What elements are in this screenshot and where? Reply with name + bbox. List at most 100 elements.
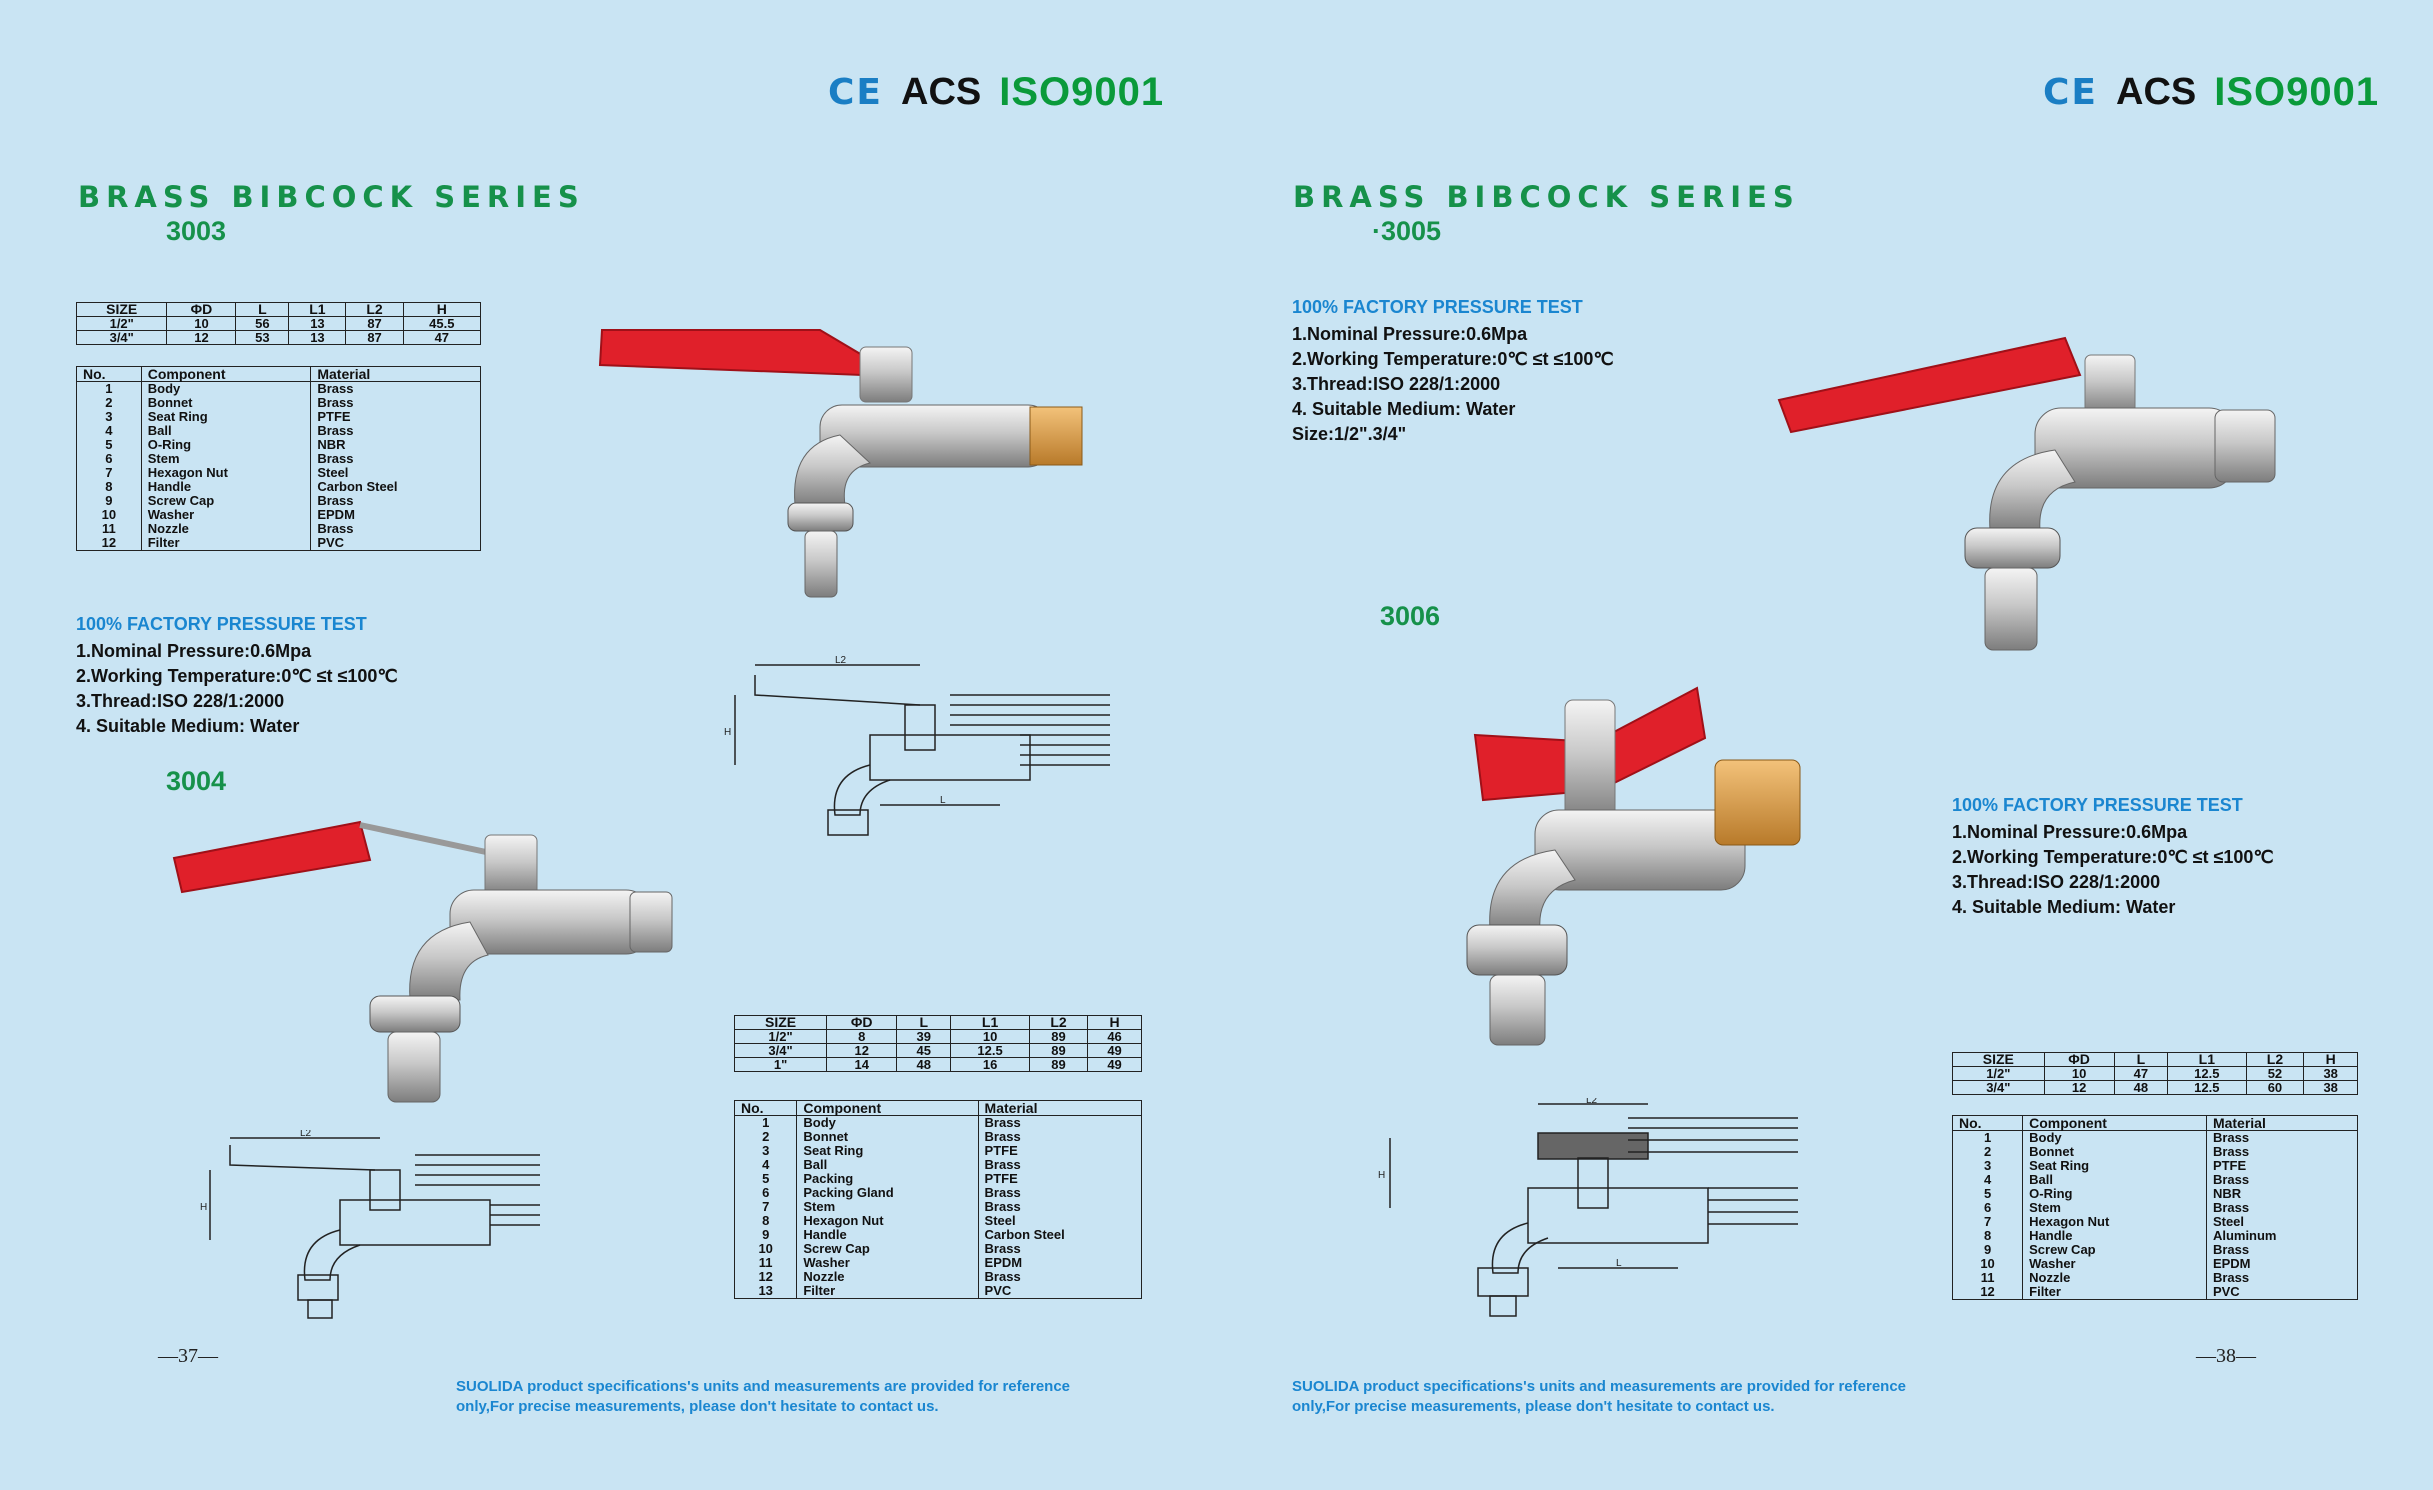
component-cell: Brass bbox=[977, 1115, 1143, 1130]
spec-cell: 49 bbox=[1087, 1057, 1142, 1072]
component-cell: Brass bbox=[2205, 1201, 2359, 1215]
spec-header-cell: L2 bbox=[2245, 1052, 2305, 1067]
spec-cell: 3/4" bbox=[733, 1043, 828, 1058]
spec-cell: 13 bbox=[288, 330, 347, 345]
spec-cell: 10 bbox=[2043, 1066, 2115, 1081]
component-cell: Brass bbox=[977, 1242, 1143, 1256]
component-cell: Brass bbox=[2205, 1243, 2359, 1257]
spec-header-cell: H bbox=[1087, 1015, 1142, 1030]
spec-cell: 12.5 bbox=[2167, 1066, 2247, 1081]
footnote-line: SUOLIDA product specifications's units a… bbox=[1292, 1378, 1907, 1395]
component-header-cell: No. bbox=[1951, 1115, 2024, 1131]
pressure-test-3003: 100% FACTORY PRESSURE TEST 1.Nominal Pre… bbox=[76, 614, 398, 739]
component-cell: Bonnet bbox=[2022, 1145, 2207, 1159]
component-cell: Brass bbox=[2205, 1130, 2359, 1145]
component-cell: 11 bbox=[733, 1256, 798, 1270]
spec-cell: 89 bbox=[1028, 1057, 1089, 1072]
spec-cell: 87 bbox=[345, 316, 404, 331]
component-cell: 9 bbox=[76, 494, 142, 508]
component-cell: 10 bbox=[733, 1242, 798, 1256]
component-cell: Brass bbox=[310, 396, 481, 410]
cert-logos-left: CE ACS ISO9001 bbox=[828, 70, 1164, 115]
component-cell: Brass bbox=[977, 1270, 1143, 1284]
spec-cell: 48 bbox=[2113, 1080, 2169, 1095]
component-cell: Hexagon Nut bbox=[2022, 1215, 2207, 1229]
component-cell: Screw Cap bbox=[796, 1242, 979, 1256]
component-cell: 8 bbox=[76, 480, 142, 494]
component-cell: 6 bbox=[1951, 1201, 2024, 1215]
spec-cell: 45 bbox=[896, 1043, 952, 1058]
component-cell: Packing Gland bbox=[796, 1186, 979, 1200]
spec-cell: 60 bbox=[2245, 1080, 2305, 1095]
spec-cell: 1/2" bbox=[75, 316, 168, 331]
component-cell: Stem bbox=[140, 452, 312, 466]
component-cell: Carbon Steel bbox=[310, 480, 481, 494]
spec-header-cell: SIZE bbox=[75, 302, 168, 317]
series-title-left: BRASS BIBCOCK SERIES bbox=[78, 180, 585, 214]
svg-text:L2: L2 bbox=[300, 1130, 312, 1139]
page-number-right: —38— bbox=[2196, 1345, 2256, 1367]
component-cell: 9 bbox=[733, 1228, 798, 1242]
component-cell: 4 bbox=[76, 424, 142, 438]
component-cell: 2 bbox=[76, 396, 142, 410]
component-cell: Carbon Steel bbox=[977, 1228, 1143, 1242]
svg-text:L2: L2 bbox=[835, 655, 847, 666]
spec-cell: 3/4" bbox=[75, 330, 168, 345]
component-cell: 3 bbox=[76, 410, 142, 424]
spec-cell: 14 bbox=[826, 1057, 898, 1072]
spec-cell: 12 bbox=[166, 330, 237, 345]
faucet-photo-3005 bbox=[1777, 336, 2276, 651]
component-cell: PTFE bbox=[977, 1172, 1143, 1186]
component-cell: Brass bbox=[310, 494, 481, 508]
spec-cell: 10 bbox=[950, 1029, 1030, 1044]
component-cell: Handle bbox=[796, 1228, 979, 1242]
pressure-test-line: 4. Suitable Medium: Water bbox=[1952, 897, 2176, 917]
component-cell: Screw Cap bbox=[2022, 1243, 2207, 1257]
spec-header-cell: L bbox=[896, 1015, 952, 1030]
component-cell: 3 bbox=[733, 1144, 798, 1158]
component-cell: Brass bbox=[310, 522, 481, 536]
svg-text:L2: L2 bbox=[1586, 1098, 1598, 1106]
component-cell: Brass bbox=[977, 1200, 1143, 1214]
spec-header-cell: SIZE bbox=[1952, 1052, 2045, 1067]
component-cell: 4 bbox=[733, 1158, 798, 1172]
component-cell: O-Ring bbox=[2022, 1187, 2207, 1201]
spec-cell: 1/2" bbox=[733, 1029, 828, 1044]
cert-logos-right: CE ACS ISO9001 bbox=[2043, 70, 2379, 115]
component-cell: Nozzle bbox=[2022, 1271, 2207, 1285]
pressure-test-line: 1.Nominal Pressure:0.6Mpa bbox=[76, 641, 312, 661]
spec-cell: 89 bbox=[1028, 1043, 1089, 1058]
component-cell: Ball bbox=[796, 1158, 979, 1172]
component-cell: 11 bbox=[76, 522, 142, 536]
component-cell: EPDM bbox=[2205, 1257, 2359, 1271]
component-cell: PVC bbox=[310, 536, 481, 551]
component-cell: PTFE bbox=[310, 410, 481, 424]
spec-cell: 1/2" bbox=[1952, 1066, 2045, 1081]
component-cell: Brass bbox=[310, 452, 481, 466]
model-3006: 3006 bbox=[1380, 601, 1441, 631]
component-cell: Steel bbox=[2205, 1215, 2359, 1229]
component-cell: Seat Ring bbox=[2022, 1159, 2207, 1173]
component-cell: Handle bbox=[140, 480, 312, 494]
pressure-test-line: 3.Thread:ISO 228/1:2000 bbox=[1292, 374, 1501, 394]
component-cell: Nozzle bbox=[140, 522, 312, 536]
component-cell: PVC bbox=[977, 1284, 1143, 1299]
spec-cell: 47 bbox=[402, 330, 482, 345]
footnote-line: SUOLIDA product specifications's units a… bbox=[456, 1378, 1071, 1395]
svg-text:L: L bbox=[940, 795, 946, 806]
